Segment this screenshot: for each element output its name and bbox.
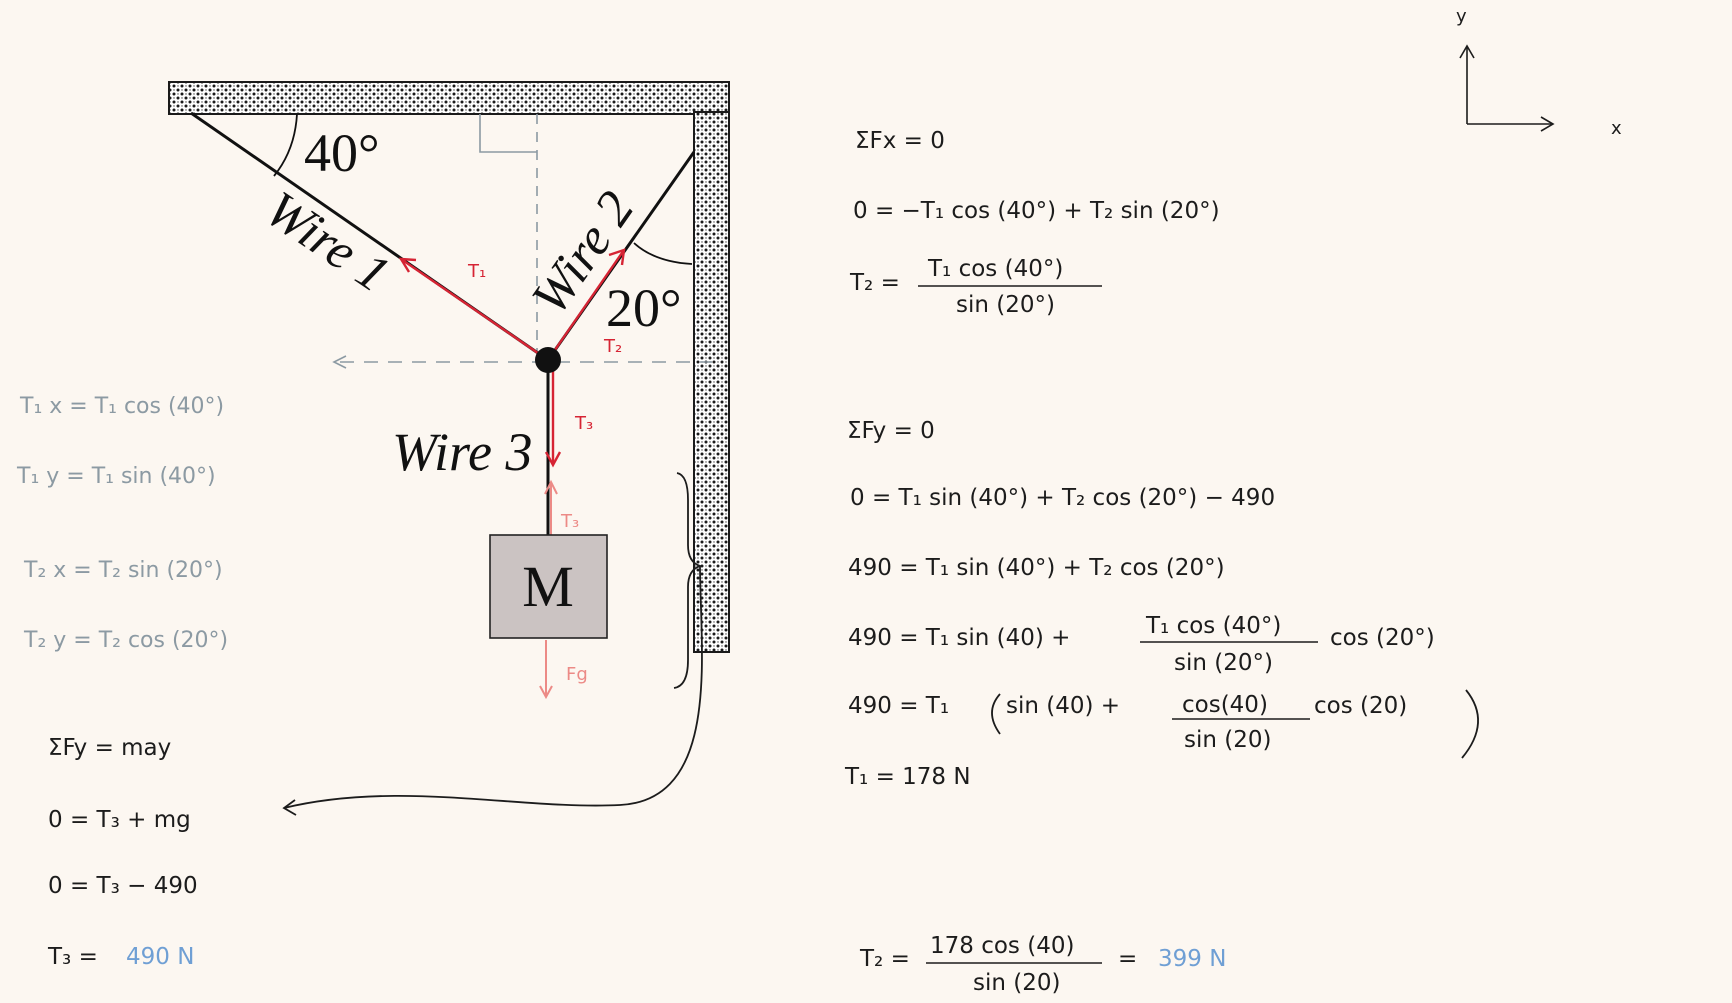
t2-final-lhs: T₂ = — [859, 946, 910, 972]
t1-vector-label: T₁ — [467, 261, 486, 282]
t2-lhs: T₂ = — [849, 270, 900, 296]
angle-20-arc — [633, 242, 693, 265]
block-eq: 0 = T₃ − 490 — [48, 873, 198, 899]
mass-block — [489, 534, 608, 639]
mass-label: M — [522, 554, 574, 619]
y-axis-label: y — [1456, 6, 1467, 27]
block-equations: ΣFy = may 0 = T₃ + mg 0 = T₃ − 490 T₃ = — [47, 735, 198, 970]
sum-fy: ΣFy = 0 — [847, 418, 935, 444]
wall — [693, 111, 730, 653]
block-eq: ΣFy = may — [48, 735, 171, 761]
y-eq-3-numerator: T₁ cos (40°) — [1145, 613, 1281, 639]
t3-result-value: 490 N — [126, 944, 194, 970]
t2-denominator: sin (20°) — [956, 292, 1055, 318]
angle-40-arc — [273, 113, 298, 177]
x-eq-1: 0 = −T₁ cos (40°) + T₂ sin (20°) — [853, 198, 1220, 224]
tension-vectors — [398, 248, 626, 468]
coordinate-axes: y x — [1456, 6, 1622, 139]
t2-final: T₂ = 178 cos (40) sin (20) = — [859, 933, 1137, 996]
component-eq: T₂ x = T₂ sin (20°) — [23, 558, 223, 583]
y-eq-3-denominator: sin (20°) — [1174, 650, 1273, 676]
t2-final-numerator: 178 cos (40) — [930, 933, 1074, 959]
t2-vector-label: T₂ — [603, 336, 622, 357]
wire-1-label: Wire 1 — [255, 181, 399, 304]
component-eq: T₂ y = T₂ cos (20°) — [23, 628, 228, 653]
y-equations: ΣFy = 0 0 = T₁ sin (40°) + T₂ cos (20°) … — [844, 418, 1479, 790]
t3-down-label: T₃ — [574, 413, 593, 434]
y-eq-2: 490 = T₁ sin (40°) + T₂ cos (20°) — [848, 555, 1225, 581]
t2-arrow — [547, 249, 625, 361]
t2-final-equals: = — [1118, 946, 1137, 972]
t1-result: T₁ = 178 N — [844, 764, 971, 790]
t2-final-value: 399 N — [1158, 946, 1226, 972]
y-eq-4-denominator: sin (20) — [1184, 727, 1271, 753]
angle-20-label: 20° — [606, 278, 682, 338]
y-eq-4-right: cos (20) — [1314, 693, 1407, 719]
t3-up-label: T₃ — [560, 511, 579, 532]
y-eq-3-right: cos (20°) — [1330, 625, 1435, 651]
component-eq: T₁ y = T₁ sin (40°) — [16, 464, 216, 489]
component-eq: T₁ x = T₁ cos (40°) — [19, 394, 224, 419]
junction-knot — [535, 347, 561, 373]
t2-numerator: T₁ cos (40°) — [927, 256, 1063, 282]
y-eq-4-numerator: cos(40) — [1182, 692, 1268, 718]
block-eq: 0 = T₃ + mg — [48, 807, 191, 833]
y-eq-4-left: 490 = T₁ — [848, 693, 949, 719]
wire-3-label: Wire 3 — [392, 422, 532, 482]
fg-label: Fg — [566, 664, 588, 685]
curved-arrow — [283, 565, 703, 809]
t1-arrow — [400, 258, 549, 361]
ceiling — [168, 81, 730, 115]
angle-40-label: 40° — [304, 123, 380, 183]
reference-lines — [332, 114, 712, 369]
component-equations: T₁ x = T₁ cos (40°) T₁ y = T₁ sin (40°) … — [16, 394, 228, 653]
y-eq-3-left: 490 = T₁ sin (40) + — [848, 625, 1070, 651]
x-equations: ΣFx = 0 0 = −T₁ cos (40°) + T₂ sin (20°)… — [849, 128, 1220, 318]
y-eq-1: 0 = T₁ sin (40°) + T₂ cos (20°) − 490 — [850, 485, 1275, 511]
t3-result-lhs: T₃ = — [47, 944, 98, 970]
sum-fx: ΣFx = 0 — [855, 128, 945, 154]
x-axis-label: x — [1611, 118, 1622, 139]
t2-final-denominator: sin (20) — [973, 970, 1060, 996]
y-eq-4-a: sin (40) + — [1006, 693, 1120, 719]
